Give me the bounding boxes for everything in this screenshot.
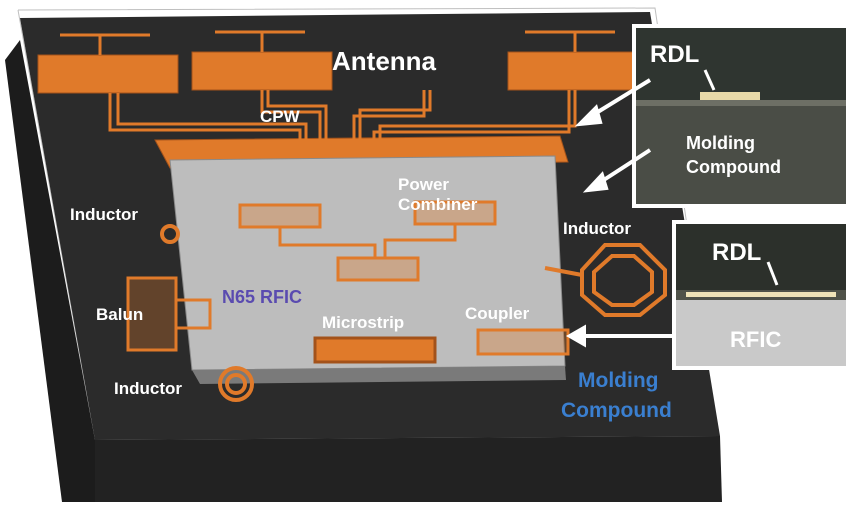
label-coupler: Coupler: [465, 304, 530, 323]
inset-top-molding-line2: Compound: [686, 157, 781, 177]
inductor-shapes: [160, 224, 667, 402]
label-cpw: CPW: [260, 107, 300, 126]
antenna-element-1: [37, 54, 179, 94]
label-power-combiner-line1: Power: [398, 175, 450, 194]
cpw-feed-lines: [60, 30, 615, 150]
label-molding-line1: Molding: [578, 369, 659, 392]
package-front: [95, 436, 722, 502]
inductor-bottom-coil: [218, 366, 254, 402]
label-molding-line2: Compound: [561, 399, 672, 422]
package-side: [5, 40, 95, 502]
inset-bottom-rfic: RFIC: [730, 327, 782, 352]
label-microstrip: Microstrip: [322, 313, 405, 332]
inset-bottom: [672, 220, 850, 370]
label-n65-rfic: N65 RFIC: [222, 287, 303, 307]
rfic-die-edge: [192, 366, 566, 384]
inductor-right-coil: [580, 243, 667, 317]
arrow-rdl-inset-top: [703, 69, 716, 91]
coupler-shape: [476, 328, 570, 356]
label-inductor-left: Inductor: [70, 205, 138, 224]
inset-top-molding-line1: Molding: [686, 133, 755, 153]
balun-shape: [126, 276, 178, 352]
inset-top-rdl: RDL: [650, 41, 700, 68]
antenna-element-2: [191, 51, 333, 91]
microstrip-line: [313, 336, 437, 364]
amp-center: [336, 256, 420, 282]
label-antenna: Antenna: [332, 46, 436, 76]
inductor-left-coil: [160, 224, 180, 244]
label-inductor-bottom: Inductor: [114, 379, 182, 398]
amp-left: [238, 203, 322, 229]
antenna-element-3: [507, 51, 641, 91]
label-balun: Balun: [96, 305, 144, 324]
on-die-circuits: [126, 200, 570, 364]
antenna-element-4: [345, 52, 495, 88]
inset-bottom-rdl: RDL: [712, 239, 762, 266]
arrow-rdl-inset-bottom: [766, 261, 779, 286]
label-power-combiner-line2: Combiner: [398, 195, 478, 214]
inset-top: [632, 24, 850, 208]
inductor-right-coil-inner: [592, 254, 654, 307]
annotation-arrows: [565, 69, 779, 348]
inductor-bottom-coil-inner: [225, 373, 247, 395]
label-inductor-right: Inductor: [563, 219, 631, 238]
